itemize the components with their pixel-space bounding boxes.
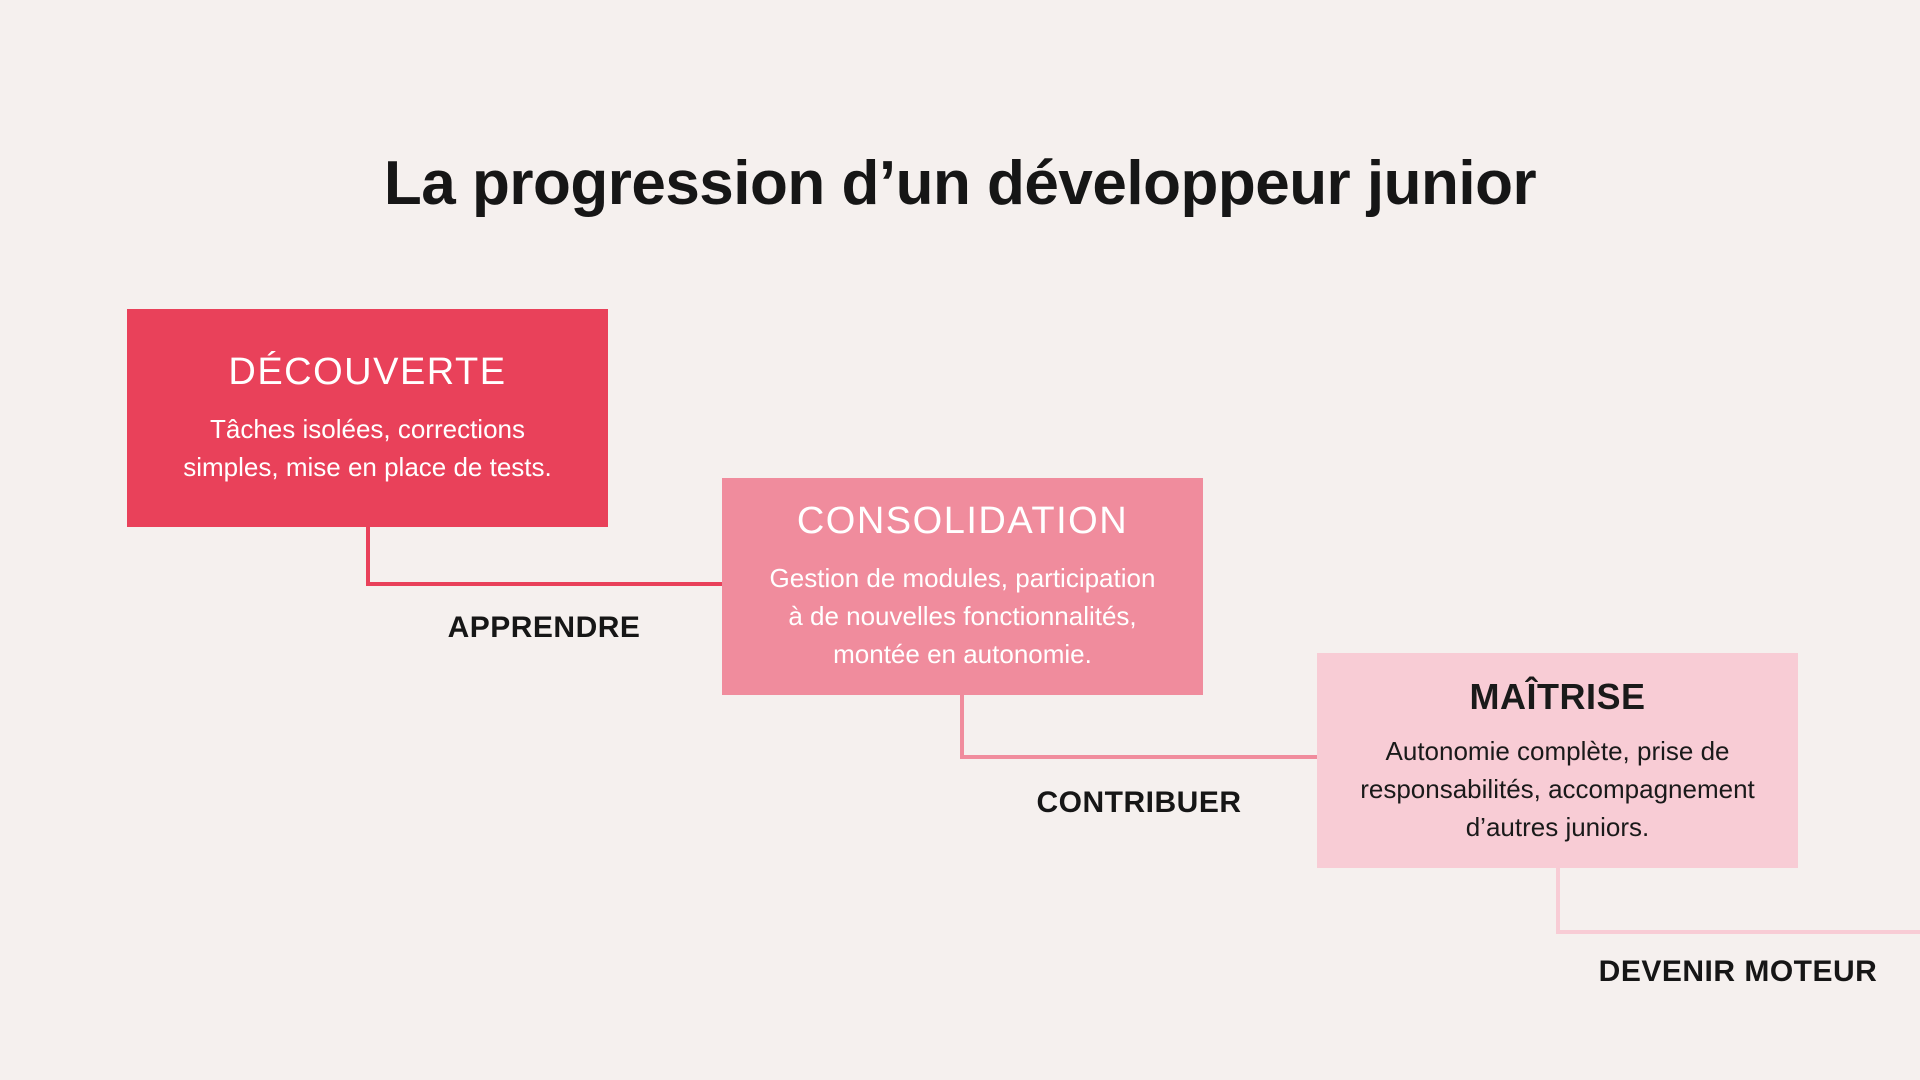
stage-box-maitrise: MAÎTRISE Autonomie complète, prise de re… — [1317, 653, 1798, 868]
stage-title-consolidation: CONSOLIDATION — [796, 500, 1129, 542]
stage-description-maitrise: Autonomie complète, prise de responsabil… — [1360, 735, 1755, 842]
connector-vertical-maitrise — [1556, 867, 1560, 934]
stage-title-maitrise: MAÎTRISE — [1469, 675, 1646, 717]
connector-horizontal-maitrise — [1556, 930, 1920, 934]
stage-box-consolidation: CONSOLIDATION Gestion de modules, partic… — [722, 478, 1203, 695]
stage-box-decouverte: DÉCOUVERTE Tâches isolées, corrections s… — [127, 309, 608, 527]
connector-vertical-decouverte — [366, 527, 370, 586]
transition-label-contribuer: CONTRIBUER — [1036, 786, 1242, 819]
stage-description-decouverte: Tâches isolées, corrections simples, mis… — [183, 413, 552, 482]
transition-label-devenir-moteur: DEVENIR MOTEUR — [1598, 955, 1878, 988]
stage-title-decouverte: DÉCOUVERTE — [228, 350, 507, 393]
transition-label-apprendre: APPRENDRE — [447, 611, 641, 644]
connector-vertical-consolidation — [960, 694, 964, 759]
page-title: La progression d’un développeur junior — [383, 148, 1537, 218]
connector-horizontal-decouverte — [366, 582, 722, 586]
connector-horizontal-consolidation — [960, 755, 1318, 759]
stage-description-consolidation: Gestion de modules, participation à de n… — [769, 563, 1156, 669]
